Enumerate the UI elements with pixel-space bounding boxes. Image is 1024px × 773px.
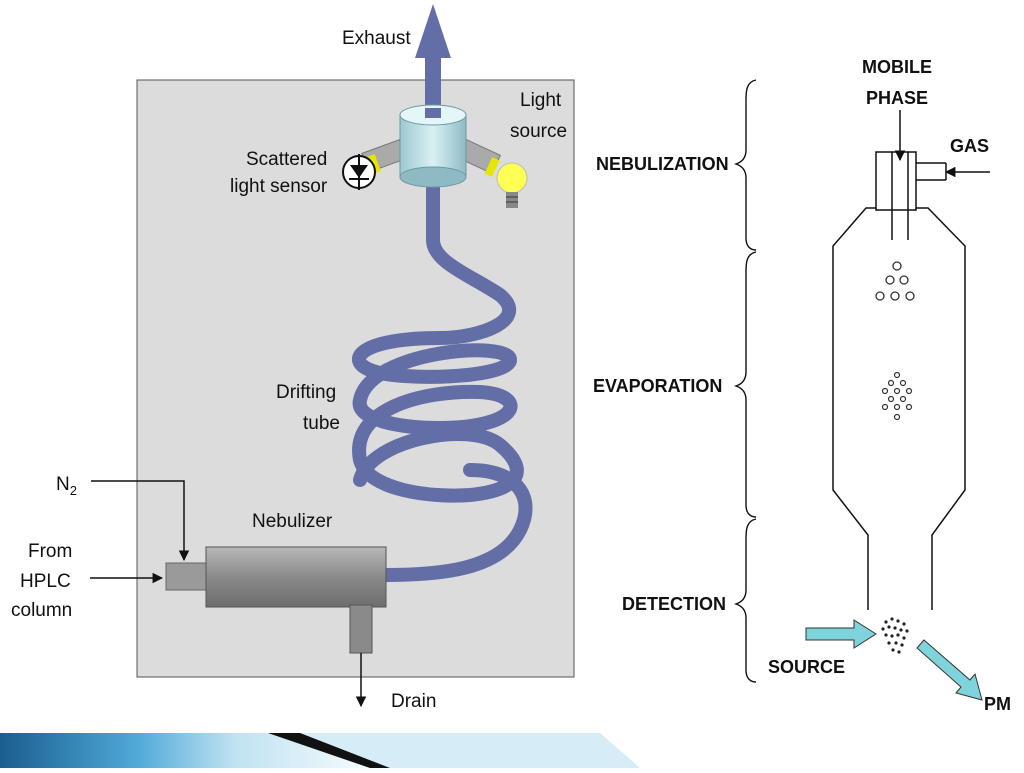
pm-arrow — [916, 639, 983, 701]
footer-decoration — [0, 733, 640, 768]
light-source-label-2: source — [510, 121, 567, 142]
source-arrow — [805, 619, 877, 649]
n2-inlet-line — [91, 480, 190, 562]
drain-label: Drain — [391, 691, 436, 712]
stage-evaporation-label: EVAPORATION — [593, 376, 722, 396]
mobile-phase-label-2: PHASE — [866, 88, 928, 108]
stage-braces — [733, 79, 757, 683]
n2-label: N2 — [56, 474, 77, 498]
from-hplc-label-1: From — [28, 541, 72, 562]
scattered-sensor-label-2: light sensor — [230, 176, 328, 197]
stage-nebulization-label: NEBULIZATION — [596, 154, 729, 174]
mobile-phase-label-1: MOBILE — [862, 57, 932, 77]
drifting-tube-label-1: Drifting — [276, 382, 336, 403]
pm-label: PM — [984, 694, 1011, 714]
light-source-label-1: Light — [520, 90, 562, 111]
elsd-chamber-outline — [832, 151, 966, 610]
scattered-light-sensor-icon — [342, 139, 407, 190]
source-label: SOURCE — [768, 657, 845, 677]
scattered-sensor-label-1: Scattered — [246, 149, 327, 170]
nebulizer-label: Nebulizer — [252, 511, 333, 532]
particles-detected — [881, 617, 909, 654]
exhaust-label: Exhaust — [342, 28, 411, 49]
gas-label: GAS — [950, 136, 989, 156]
detection-cell — [399, 104, 467, 188]
drifting-tube-coil — [352, 178, 533, 582]
stage-detection-label: DETECTION — [622, 594, 726, 614]
from-hplc-label-2: HPLC — [20, 571, 71, 592]
droplets-evaporating — [881, 371, 913, 421]
droplets-nebulized — [875, 261, 915, 301]
nebulizer-body — [165, 546, 387, 654]
from-hplc-label-3: column — [11, 600, 72, 621]
drifting-tube-label-2: tube — [303, 413, 340, 434]
